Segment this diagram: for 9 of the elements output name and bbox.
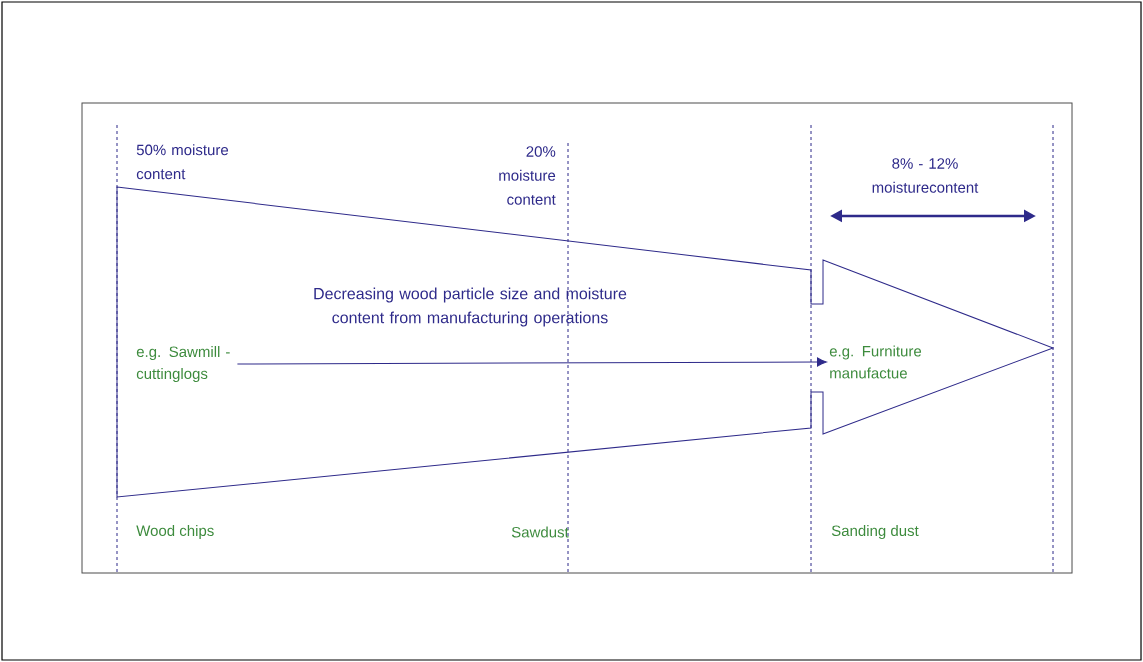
moisture-label: 8% - 12% moisturecontent (872, 158, 979, 193)
moisture-label: 20% moisture content (499, 146, 556, 205)
arrow (236, 357, 827, 367)
example-text: e.g. Sawmill - cuttinglogs (136, 346, 230, 382)
material-label: Sawdust (511, 526, 569, 538)
material-label: Sanding dust (831, 525, 919, 539)
material-label: Wood chips (136, 525, 214, 539)
moisture-label: 50% moisture content (136, 144, 229, 180)
example-text: e.g. Furniture manufactue (829, 345, 922, 379)
